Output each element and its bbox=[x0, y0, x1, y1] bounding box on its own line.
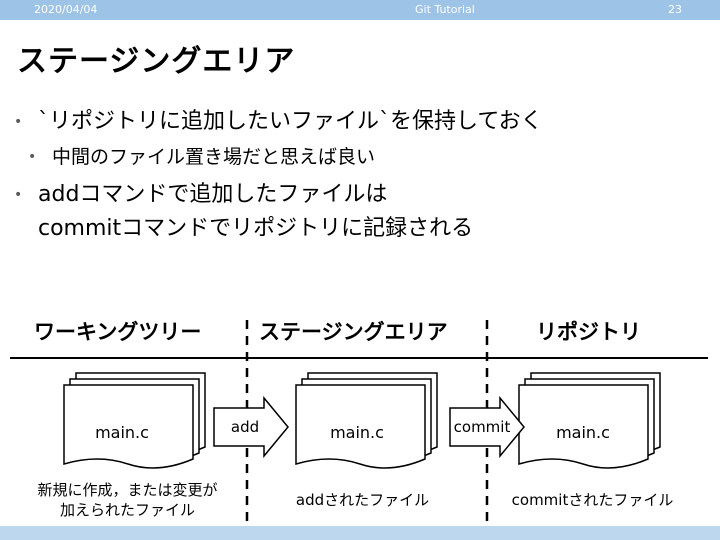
caption-staging: addされたファイル bbox=[295, 491, 430, 509]
bullet-1-text: `リポジトリに追加したいファイル`を保持しておく bbox=[38, 109, 543, 134]
add-arrow bbox=[213, 395, 289, 459]
bullet-dot: • bbox=[14, 187, 23, 203]
header-date: 2020/04/04 bbox=[34, 3, 98, 16]
commit-arrow-label: commit bbox=[454, 418, 511, 436]
file-stack-staging bbox=[295, 372, 438, 469]
caption-working-line2: 加えられたファイル bbox=[59, 501, 195, 519]
column-repository: リポジトリ bbox=[536, 320, 641, 344]
bullet-2-text-line2: commitコマンドでリポジトリに記録される bbox=[38, 216, 474, 241]
bullet-2-text-line1: addコマンドで追加したファイルは bbox=[38, 182, 388, 207]
caption-working-line1: 新規に作成，または変更が bbox=[37, 481, 218, 499]
file-stack-repository bbox=[518, 372, 661, 469]
bullet-1-sub-text: 中間のファイル置き場だと思えば良い bbox=[52, 146, 376, 168]
file-label-working: main.c bbox=[95, 423, 149, 442]
header-bar: 2020/04/04 Git Tutorial 23 bbox=[0, 0, 720, 20]
file-label-repository: main.c bbox=[556, 423, 610, 442]
bullet-dot: • bbox=[28, 149, 37, 165]
header-title: Git Tutorial bbox=[415, 3, 475, 16]
commit-arrow bbox=[449, 395, 525, 459]
footer-bar bbox=[0, 526, 720, 540]
file-stack-working bbox=[63, 372, 206, 469]
file-label-staging: main.c bbox=[330, 423, 384, 442]
column-staging-area: ステージングエリア bbox=[259, 320, 448, 344]
caption-repository: commitされたファイル bbox=[511, 491, 674, 509]
caption-working-tree: 新規に作成，または変更が 加えられたファイル bbox=[20, 480, 235, 520]
page-number: 23 bbox=[668, 3, 682, 16]
bullet-dot: • bbox=[14, 114, 23, 130]
add-arrow-label: add bbox=[231, 418, 259, 436]
slide-title: ステージングエリア bbox=[17, 44, 296, 79]
column-working-tree: ワーキングツリー bbox=[34, 320, 202, 344]
